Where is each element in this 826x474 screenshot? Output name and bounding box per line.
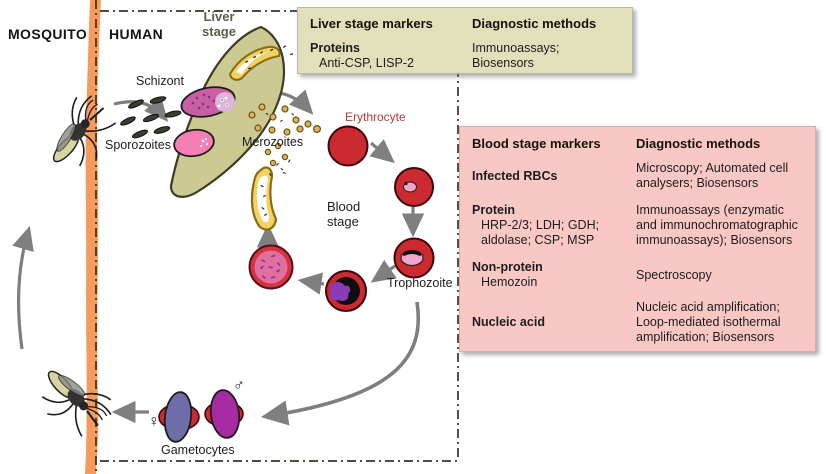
liver-icon [169,25,294,198]
liver-method-header: Diagnostic methods [472,16,597,31]
trophozoite-to-gametocyte-arrow [260,301,421,426]
marker-title: Nucleic acid [472,315,545,329]
table-row: Protein HRP-2/3; LDH; GDH; aldolase; CSP… [472,203,805,248]
blood-marker-header: Blood stage markers [472,136,601,151]
male-gametocyte-icon [204,389,244,439]
late-trophozoite-icon [325,270,367,312]
male-symbol: ♂ [233,377,245,394]
trophozoite-icon [393,237,435,279]
ring-stage-icon [394,167,434,207]
marker-detail: HRP-2/3; LDH; GDH; aldolase; CSP; MSP [481,218,600,247]
merozoite-specks [264,113,294,171]
table-row: Infected RBCs Microscopy; Automated cell… [472,161,805,191]
trophozoite-to-late-arrow [370,259,397,283]
merozoites-label: Merozoites [242,135,304,149]
liver-stage-label: Liver stage [202,9,236,39]
marker-detail: Anti-CSP, LISP-2 [319,56,414,70]
erythrocyte-icon [327,125,369,167]
marker-detail: Hemozoin [481,275,538,289]
liver-stage-table: Liver stage markers Diagnostic methods P… [297,7,633,74]
liver-marker-header: Liver stage markers [310,16,433,31]
method-cell: Microscopy; Automated cell analysers; Bi… [636,161,789,190]
method-cell: Nucleic acid amplification; Loop-mediate… [636,300,781,344]
rupturing-rbc-icon [250,159,291,231]
mosquito-cycle-arrow [12,225,34,350]
blood-stage-table: Blood stage markers Diagnostic methods I… [459,126,816,352]
human-region-label: HUMAN [109,26,164,42]
late-to-schizont-arrow [297,272,325,295]
sporozoites-label: Sporozoites [105,138,172,152]
table-row: Non-protein Hemozoin Spectroscopy [472,260,805,290]
cycle-arrows [12,74,425,426]
trophozoite-label: Trophozoite [387,276,453,290]
mosquito-bottom-icon [26,353,120,448]
table-row: Nucleic acid Nucleic acid amplification;… [472,300,805,345]
mosquito-region-label: MOSQUITO [8,26,88,42]
blood-stage-label: Blood stage [327,199,361,229]
gametocytes-label: Gametocytes [161,443,235,457]
marker-title: Infected RBCs [472,168,558,183]
marker-title: Proteins [310,41,361,55]
schizont-label: Schizont [136,74,184,88]
erythrocyte-to-ring-arrow [369,139,395,164]
erythrocyte-label: Erythrocyte [345,110,406,124]
sporozoites-icon [120,96,182,139]
method-cell: Immunoassays; Biosensors [472,41,560,70]
merozoites-icon [248,103,322,167]
blood-method-header: Diagnostic methods [636,136,761,151]
female-symbol: ♀ [148,413,160,430]
method-cell: Spectroscopy [636,267,712,282]
method-cell: Immunoassays (enzymatic and immunochroma… [636,203,798,247]
liver-cell-early [173,128,215,158]
table-row: Proteins Anti-CSP, LISP-2 Immunoassays; … [310,41,622,71]
skin-band [85,0,101,474]
marker-title: Protein [472,203,516,217]
mosquito-top-icon [34,88,127,182]
marker-title: Non-protein [472,260,543,274]
blood-schizont-icon [248,244,294,290]
female-gametocyte-icon [158,391,200,443]
